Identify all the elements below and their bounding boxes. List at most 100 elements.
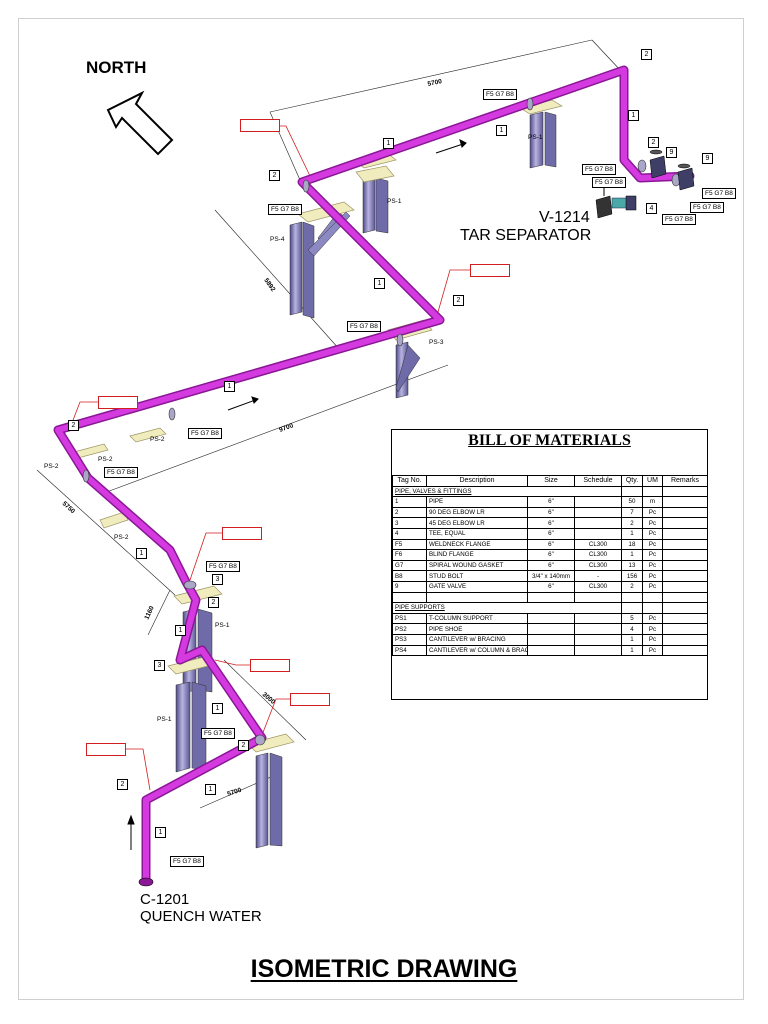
bom-cell-schedule: - — [574, 570, 622, 582]
bom-col-tag: Tag No. — [392, 475, 427, 487]
bom-cell-tag: 4 — [392, 527, 427, 540]
flange-set-tag: F5 G7 B8 — [582, 164, 616, 175]
bom-empty-cell — [621, 485, 643, 498]
item-marker: 2 — [648, 137, 659, 148]
bom-empty-cell — [527, 591, 575, 604]
bom-cell-size: 6" — [527, 559, 575, 572]
bom-cell-description: CANTILEVER w/ COLUMN & BRACING — [426, 644, 528, 657]
bom-cell-tag: PS1 — [392, 612, 427, 625]
bom-cell-schedule — [574, 527, 622, 540]
flange-set-tag: F5 G7 B8 — [201, 728, 235, 739]
bom-empty-cell — [392, 591, 427, 604]
bom-cell-tag: 9 — [392, 580, 427, 593]
bom-cell-schedule — [574, 623, 622, 635]
bom-cell-tag: 2 — [392, 506, 427, 519]
bom-empty-cell — [642, 591, 663, 604]
bom-cell-remarks — [662, 517, 708, 529]
bom-cell-size: 6" — [527, 549, 575, 561]
bom-cell-schedule — [574, 517, 622, 529]
bom-empty-cell — [642, 485, 663, 498]
bom-cell-description: 45 DEG ELBOW LR — [426, 517, 528, 529]
pipe-flanges — [82, 97, 681, 746]
item-marker: 4 — [646, 203, 657, 214]
bom-cell-remarks — [662, 623, 708, 635]
support-label: PS-1 — [387, 198, 402, 205]
bom-cell-tag: G7 — [392, 559, 427, 572]
bom-cell-schedule — [574, 633, 622, 646]
item-marker: 3 — [154, 660, 165, 671]
support-label: PS-1 — [157, 716, 172, 723]
item-marker: 2 — [68, 420, 79, 431]
bom-cell-schedule: CL300 — [574, 549, 622, 561]
bom-cell-remarks — [662, 644, 708, 657]
flow-direction-arrows — [127, 139, 467, 850]
item-marker: 9 — [702, 153, 713, 164]
flange-set-tag: F5 G7 B8 — [347, 321, 381, 332]
bom-cell-um: Pc — [642, 623, 663, 635]
support-label: PS-2 — [98, 456, 113, 463]
bom-cell-qty: 2 — [621, 580, 643, 593]
item-marker: 2 — [269, 170, 280, 181]
flange-set-tag: F5 G7 B8 — [268, 204, 302, 215]
bom-cell-remarks — [662, 559, 708, 572]
bom-cell-remarks — [662, 496, 708, 508]
weld-callout-box — [290, 693, 330, 706]
flange-set-tag: F5 G7 B8 — [206, 561, 240, 572]
item-marker: 1 — [212, 703, 223, 714]
bom-cell-tag: PS3 — [392, 633, 427, 646]
destination-vessel-tag: V-1214 — [539, 209, 590, 226]
bom-cell-um: Pc — [642, 538, 663, 551]
support-label: PS-4 — [270, 236, 285, 243]
weld-callout-box — [86, 743, 126, 756]
flange-set-tag: F5 G7 B8 — [170, 856, 204, 867]
bom-section-label: PIPE, VALVES & FITTINGS — [392, 485, 622, 498]
bom-cell-qty: 7 — [621, 506, 643, 519]
item-marker: 2 — [208, 597, 219, 608]
bom-title: BILL OF MATERIALS — [468, 432, 631, 449]
bom-col-um: UM — [642, 475, 663, 487]
bom-cell-tag: F5 — [392, 538, 427, 551]
support-label: PS-3 — [429, 339, 444, 346]
dimension-label: 1160 — [143, 605, 155, 621]
bom-spacer-row — [392, 591, 708, 604]
bom-cell-qty: 1 — [621, 549, 643, 561]
bom-cell-size: 3/4" x 140mm — [527, 570, 575, 582]
flange-set-tag: F5 G7 B8 — [690, 202, 724, 213]
bom-section-row: PIPE, VALVES & FITTINGS — [392, 485, 708, 498]
bom-cell-um: Pc — [642, 527, 663, 540]
bom-cell-um: Pc — [642, 633, 663, 646]
item-marker: 1 — [628, 110, 639, 121]
flange-set-tag: F5 G7 B8 — [592, 177, 626, 188]
bom-section-label: PIPE SUPPORTS — [392, 602, 622, 614]
dimension-label: 5700 — [226, 787, 242, 798]
bom-cell-qty: 156 — [621, 570, 643, 582]
bom-cell-description: 90 DEG ELBOW LR — [426, 506, 528, 519]
support-label: PS-2 — [114, 534, 129, 541]
bom-cell-description: CANTILEVER w/ BRACING — [426, 633, 528, 646]
bom-cell-um: Pc — [642, 612, 663, 625]
bom-cell-description: PIPE — [426, 496, 528, 508]
bom-cell-size: 6" — [527, 496, 575, 508]
bom-cell-description: SPIRAL WOUND GASKET — [426, 559, 528, 572]
bom-empty-cell — [662, 602, 708, 614]
bom-section-row: PIPE SUPPORTS — [392, 602, 708, 614]
weld-callout-box — [250, 659, 290, 672]
bom-empty-cell — [426, 591, 528, 604]
bom-cell-schedule — [574, 506, 622, 519]
north-arrow-icon — [106, 90, 174, 156]
bom-cell-tag: PS4 — [392, 644, 427, 657]
pipe-route — [53, 65, 695, 887]
flange-set-tag: F5 G7 B8 — [662, 214, 696, 225]
bom-cell-um: Pc — [642, 570, 663, 582]
bom-cell-remarks — [662, 538, 708, 551]
item-marker: 1 — [175, 625, 186, 636]
support-label: PS-2 — [44, 463, 59, 470]
item-marker: 1 — [374, 278, 385, 289]
